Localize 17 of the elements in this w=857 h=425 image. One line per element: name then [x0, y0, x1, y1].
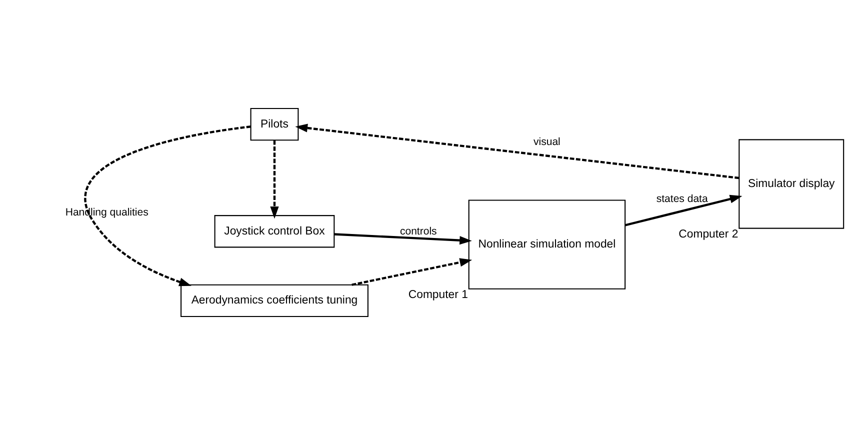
edge-label: Handling qualities: [65, 206, 148, 219]
arrow: [270, 140, 279, 219]
arrow: [625, 194, 742, 226]
node-box: Pilots: [250, 108, 299, 141]
node-label: Computer 1: [408, 288, 468, 301]
node-box: Simulator display: [738, 139, 844, 229]
node-box: Joystick control Box: [214, 215, 335, 248]
arrow: [295, 124, 740, 180]
edge-label: visual: [534, 136, 560, 148]
node-label: Computer 2: [678, 228, 738, 240]
node-box: Nonlinear simulation model: [468, 200, 626, 290]
node-box: Aerodynamics coefficients tuning: [180, 284, 368, 318]
arrow: [334, 233, 472, 245]
arrow: [352, 258, 472, 286]
edge-label: states data: [656, 193, 708, 206]
arrow: [84, 126, 251, 286]
edge-label: controls: [400, 226, 437, 238]
